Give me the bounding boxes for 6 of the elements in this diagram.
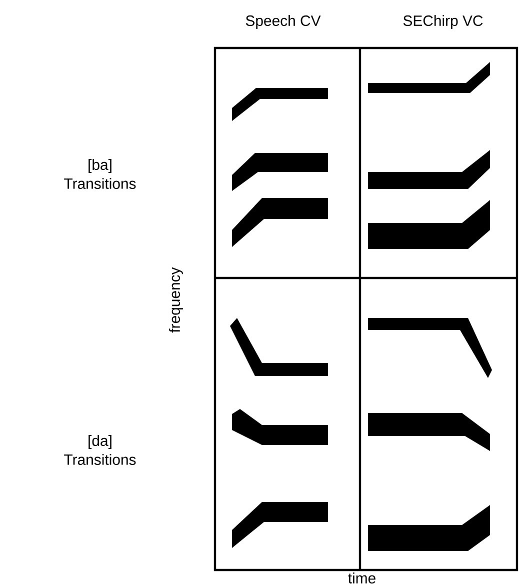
column-heading: Speech CV [246, 15, 321, 29]
row-label: [da] Transitions [64, 435, 136, 465]
axis-label: frequency [169, 267, 183, 333]
row-label: [ba] Transitions [64, 159, 136, 189]
axis-label: time [348, 572, 376, 584]
column-heading: SEChirp VC [403, 15, 483, 29]
